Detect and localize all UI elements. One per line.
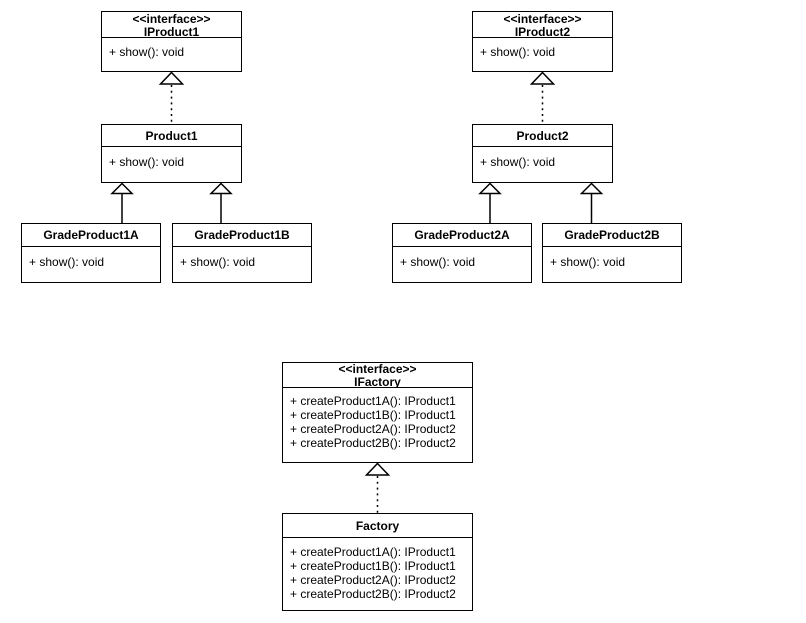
class-name: GradeProduct1B [194, 228, 290, 242]
class-title-compartment: <<interface>> IProduct2 [473, 12, 612, 38]
method-item: + createProduct2A(): IProduct2 [290, 573, 456, 587]
class-title-compartment: <<interface>> IProduct1 [102, 12, 241, 38]
methods-compartment: + show(): void [543, 247, 681, 269]
methods-compartment: + show(): void [22, 247, 160, 269]
method-item: + show(): void [480, 155, 556, 169]
method-item: + createProduct1B(): IProduct1 [290, 408, 456, 422]
class-gradeproduct2a[interactable]: GradeProduct2A + show(): void [392, 223, 532, 283]
realization-factory-ifactory[interactable] [364, 462, 391, 514]
class-name: GradeProduct1A [43, 228, 139, 242]
class-title-compartment: Factory [283, 514, 472, 538]
class-name: IFactory [318, 376, 438, 388]
class-name: Product2 [516, 128, 569, 143]
methods-compartment: + show(): void [473, 38, 612, 59]
class-name: Factory [355, 518, 400, 533]
class-name: Product1 [145, 128, 198, 143]
methods-compartment: + show(): void [173, 247, 311, 269]
method-item: + show(): void [109, 45, 185, 59]
method-item: + createProduct1A(): IProduct1 [290, 394, 456, 408]
stereotype-label: <<interface>> [132, 12, 211, 26]
method-item: + show(): void [109, 155, 185, 169]
method-item: + show(): void [180, 255, 256, 269]
class-title-compartment: <<interface>> IFactory [283, 363, 472, 388]
class-title-compartment: Product2 [473, 125, 612, 147]
stereotype-label: <<interface>> [338, 363, 417, 376]
class-iproduct1[interactable]: <<interface>> IProduct1 + show(): void [101, 11, 242, 72]
generalization-gradeproduct2a-product2[interactable] [478, 182, 502, 224]
method-item: + createProduct1B(): IProduct1 [290, 559, 456, 573]
realization-product1-iproduct1[interactable] [158, 71, 185, 125]
class-factory[interactable]: Factory + createProduct1A(): IProduct1 +… [282, 513, 473, 611]
class-product1[interactable]: Product1 + show(): void [101, 124, 242, 183]
class-title-compartment: GradeProduct1B [173, 224, 311, 247]
class-gradeproduct2b[interactable]: GradeProduct2B + show(): void [542, 223, 682, 283]
class-iproduct2[interactable]: <<interface>> IProduct2 + show(): void [472, 11, 613, 72]
class-name: IProduct1 [112, 26, 232, 38]
method-item: + show(): void [550, 255, 626, 269]
method-item: + show(): void [29, 255, 105, 269]
realization-product2-iproduct2[interactable] [529, 71, 556, 125]
methods-compartment: + createProduct1A(): IProduct1 + createP… [283, 388, 472, 450]
class-title-compartment: GradeProduct2A [393, 224, 531, 247]
method-item: + createProduct2A(): IProduct2 [290, 422, 456, 436]
class-name: IProduct2 [483, 26, 603, 38]
method-item: + createProduct2B(): IProduct2 [290, 587, 456, 601]
generalization-gradeproduct1a-product1[interactable] [110, 182, 134, 224]
methods-compartment: + show(): void [393, 247, 531, 269]
method-item: + show(): void [400, 255, 476, 269]
class-title-compartment: GradeProduct2B [543, 224, 681, 247]
stereotype-label: <<interface>> [503, 12, 582, 26]
generalization-gradeproduct2b-product2[interactable] [579, 182, 604, 224]
class-product2[interactable]: Product2 + show(): void [472, 124, 613, 183]
class-title-compartment: GradeProduct1A [22, 224, 160, 247]
class-gradeproduct1a[interactable]: GradeProduct1A + show(): void [21, 223, 161, 283]
class-gradeproduct1b[interactable]: GradeProduct1B + show(): void [172, 223, 312, 283]
class-name: GradeProduct2B [564, 228, 660, 242]
generalization-gradeproduct1b-product1[interactable] [209, 182, 233, 224]
method-item: + createProduct1A(): IProduct1 [290, 545, 456, 559]
methods-compartment: + createProduct1A(): IProduct1 + createP… [283, 538, 472, 601]
method-item: + createProduct2B(): IProduct2 [290, 436, 456, 450]
class-ifactory[interactable]: <<interface>> IFactory + createProduct1A… [282, 362, 473, 463]
class-title-compartment: Product1 [102, 125, 241, 147]
method-item: + show(): void [480, 45, 556, 59]
methods-compartment: + show(): void [473, 147, 612, 169]
methods-compartment: + show(): void [102, 38, 241, 59]
methods-compartment: + show(): void [102, 147, 241, 169]
class-name: GradeProduct2A [414, 228, 510, 242]
